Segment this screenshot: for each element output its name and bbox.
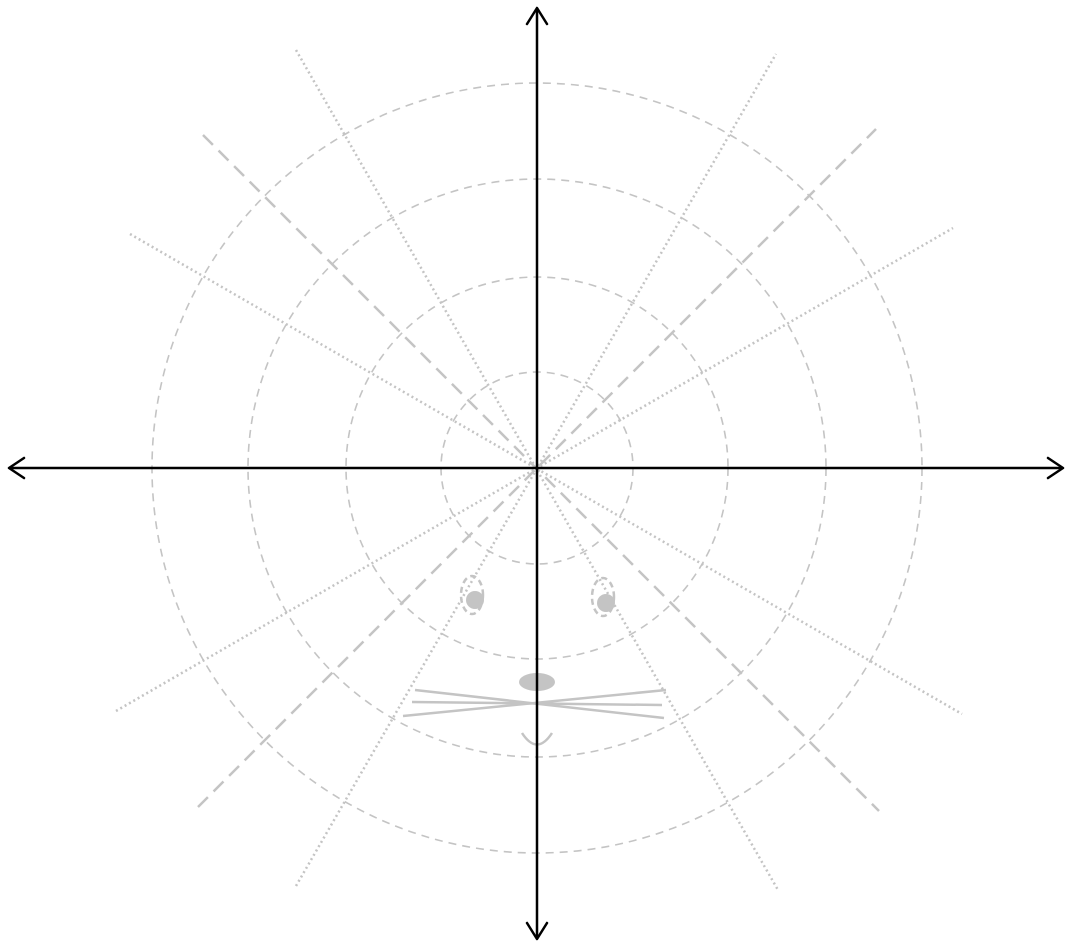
ray-30deg xyxy=(116,228,953,711)
ray-150deg xyxy=(130,234,962,714)
axes xyxy=(9,8,1063,939)
cat-face xyxy=(403,576,666,745)
right-eye-pupil xyxy=(597,594,615,612)
left-eye-pupil xyxy=(466,591,484,609)
ray-135deg xyxy=(203,135,879,811)
whiskers xyxy=(403,690,666,718)
radial-rays xyxy=(116,50,962,890)
